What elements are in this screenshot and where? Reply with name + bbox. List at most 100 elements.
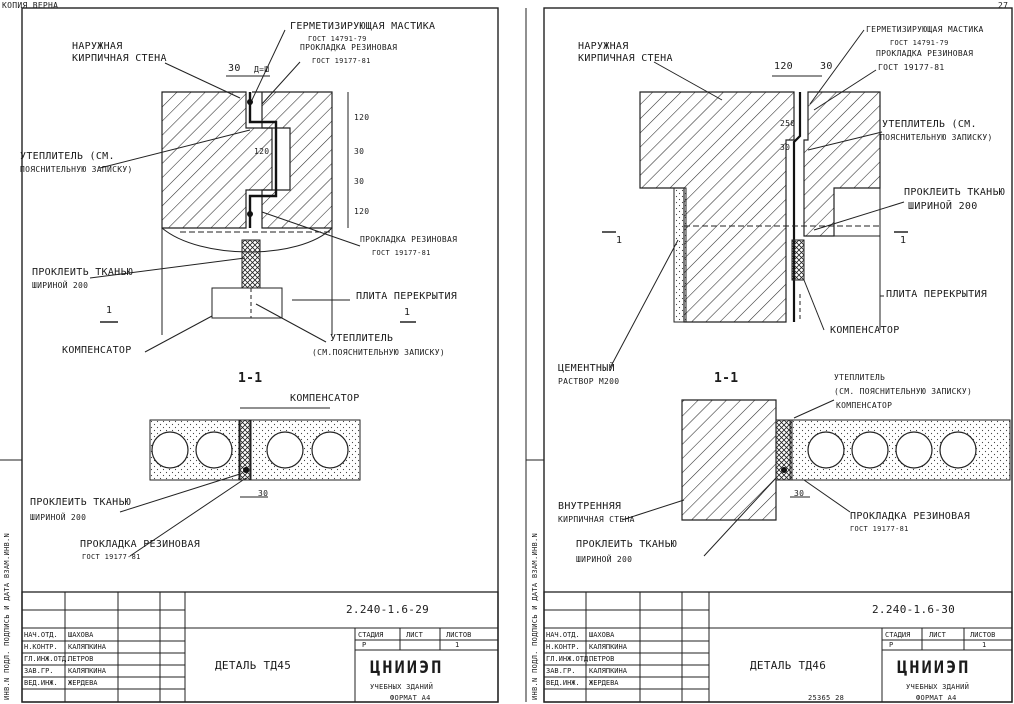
dim-250: 250 xyxy=(780,119,796,128)
glue-label: ПРОКЛЕИТЬ ТКАНЬЮ xyxy=(904,187,1006,198)
gasket-top-gost: ГОСТ 19177-81 xyxy=(878,63,945,72)
glue-plan-label-2: ШИРИНОЙ 200 xyxy=(30,513,87,522)
inner-part-right-sheet xyxy=(803,91,881,237)
glue-label-2: ШИРИНОЙ 200 xyxy=(32,281,89,290)
dim-30b: 30 xyxy=(354,177,365,186)
dim-d: Д=Ш xyxy=(254,65,270,74)
insulation-label-2: ПОЯСНИТЕЛЬНУЮ ЗАПИСКУ) xyxy=(20,165,133,174)
compensator-label: КОМПЕНСАТОР xyxy=(830,325,900,336)
outer-wall-label-2: КИРПИЧНАЯ СТЕНА xyxy=(578,53,673,64)
gasket-top-gost: ГОСТ 19177-81 xyxy=(312,57,371,65)
org-logo: ЦНИИЭП xyxy=(897,658,971,678)
role: ЗАВ.ГР. xyxy=(546,667,576,675)
compensator-plan-label: КОМПЕНСАТОР xyxy=(290,393,360,404)
section-label: 1-1 xyxy=(714,371,739,386)
gasket-plan-gost: ГОСТ 19177-81 xyxy=(850,525,909,533)
copy-stamp: КОПИЯ ВЕРНА xyxy=(2,1,59,10)
org-logo: ЦНИИЭП xyxy=(370,658,444,678)
dim-30-plan: 30 xyxy=(258,489,269,498)
dim-120: 120 xyxy=(774,61,793,72)
inner-wall-label: ВНУТРЕННЯЯ xyxy=(558,501,622,512)
section-label: 1-1 xyxy=(238,371,263,386)
signer-name: ЖЕРДЕВА xyxy=(589,679,619,687)
role: ВЕД.ИНЖ. xyxy=(546,679,580,687)
glue-label: ПРОКЛЕИТЬ ТКАНЬЮ xyxy=(32,267,134,278)
mastic-label: ГЕРМЕТИЗИРУЮЩАЯ МАСТИКА xyxy=(290,21,436,32)
role: НАЧ.ОТД. xyxy=(24,631,58,639)
left-drawing xyxy=(0,7,499,703)
glue-plan-label: ПРОКЛЕИТЬ ТКАНЬЮ xyxy=(576,539,678,550)
dim-30v: 30 xyxy=(780,143,791,152)
glue-plan-label-2: ШИРИНОЙ 200 xyxy=(576,555,633,564)
outer-wall-label: НАРУЖНАЯ xyxy=(72,41,123,52)
sheets-header: ЛИСТОВ xyxy=(970,631,996,639)
slab-label: ПЛИТА ПЕРЕКРЫТИЯ xyxy=(356,291,458,302)
page-corner-number: 27 xyxy=(998,1,1009,10)
section-mark-a: 1 xyxy=(106,305,113,316)
sheet-value: 1 xyxy=(982,641,987,649)
left-sheet: НАРУЖНАЯ КИРПИЧНАЯ СТЕНА ГЕРМЕТИЗИРУЮЩАЯ… xyxy=(0,0,500,704)
org-sub: УЧЕБНЫХ ЗДАНИЙ xyxy=(906,683,970,691)
mastic-line xyxy=(248,92,278,228)
signer-name: ПЕТРОВ xyxy=(589,655,615,663)
glue-label-2: ШИРИНОЙ 200 xyxy=(908,201,978,212)
detail-title: ДЕТАЛЬ ТД46 xyxy=(750,659,827,672)
gasket-mid-gost: ГОСТ 19177-81 xyxy=(372,249,431,257)
gasket-top-label: ПРОКЛАДКА РЕЗИНОВАЯ xyxy=(300,43,398,52)
role: Н.КОНТР. xyxy=(546,643,580,651)
role: Н.КОНТР. xyxy=(24,643,58,651)
side-strip: ИНВ.N ПОДЛ. ПОДПИСЬ И ДАТА ВЗАМ.ИНВ.N xyxy=(3,532,11,700)
section-mark-b: 1 xyxy=(900,235,907,246)
sheet-value: 1 xyxy=(455,641,460,649)
mastic-gost: ГОСТ 14791-79 xyxy=(890,39,949,47)
side-strip: ИНВ.N ПОДЛ. ПОДПИСЬ И ДАТА ВЗАМ.ИНВ.N xyxy=(531,532,539,700)
role: ГЛ.ИНЖ.ОТД. xyxy=(546,655,593,663)
right-sheet: НАРУЖНАЯ КИРПИЧНАЯ СТЕНА ГЕРМЕТИЗИРУЮЩАЯ… xyxy=(504,0,1014,704)
stage-header: СТАДИЯ xyxy=(358,631,384,639)
dim-30-plan: 30 xyxy=(794,489,805,498)
insulation-bottom-label-2: (СМ.ПОЯСНИТЕЛЬНУЮ ЗАПИСКУ) xyxy=(312,348,446,357)
outer-wall-label-2: КИРПИЧНАЯ СТЕНА xyxy=(72,53,167,64)
insulation-label: УТЕПЛИТЕЛЬ (СМ. xyxy=(20,151,115,162)
stage-value: Р xyxy=(362,641,367,649)
dim-30: 30 xyxy=(820,61,833,72)
inner-wall-label-2: КИРПИЧНАЯ СТЕНА xyxy=(558,515,635,524)
slab-label: ПЛИТА ПЕРЕКРЫТИЯ xyxy=(886,289,988,300)
insulation-bottom-label: УТЕПЛИТЕЛЬ xyxy=(330,333,394,344)
org-sub: УЧЕБНЫХ ЗДАНИЙ xyxy=(370,683,434,691)
mastic-label: ГЕРМЕТИЗИРУЮЩАЯ МАСТИКА xyxy=(866,25,984,34)
signer-name: КАЛЯПКИНА xyxy=(589,667,627,675)
gasket-mid-label: ПРОКЛАДКА РЕЗИНОВАЯ xyxy=(360,235,458,244)
archive-number: 25365 28 xyxy=(808,694,845,702)
detail-title: ДЕТАЛЬ ТД45 xyxy=(215,659,292,672)
gasket-plan-label: ПРОКЛАДКА РЕЗИНОВАЯ xyxy=(80,539,201,550)
section-mark-a: 1 xyxy=(616,235,623,246)
outer-wall-label: НАРУЖНАЯ xyxy=(578,41,629,52)
compensator-plan-label: КОМПЕНСАТОР xyxy=(836,401,893,410)
compensator-label: КОМПЕНСАТОР xyxy=(62,345,132,356)
dim-120a: 120 xyxy=(354,113,370,122)
drawing-code: 2.240-1.6-29 xyxy=(346,603,430,616)
signer-name: КАЛЯПКИНА xyxy=(68,667,106,675)
dim-120b: 120 xyxy=(354,207,370,216)
role: ЗАВ.ГР. xyxy=(24,667,54,675)
stage-header: СТАДИЯ xyxy=(885,631,911,639)
signer-name: ЖЕРДЕВА xyxy=(68,679,98,687)
cement-label: ЦЕМЕНТНЫЙ xyxy=(558,363,615,374)
insulation-label-2: ПОЯСНИТЕЛЬНУЮ ЗАПИСКУ) xyxy=(880,133,993,142)
sheet-header: ЛИСТ xyxy=(929,631,946,639)
insulation-bottom-label: УТЕПЛИТЕЛЬ xyxy=(834,373,886,382)
section-mark-b: 1 xyxy=(404,307,411,318)
dim-120c: 120 xyxy=(254,147,270,156)
role: НАЧ.ОТД. xyxy=(546,631,580,639)
role: ГЛ.ИНЖ.ОТД. xyxy=(24,655,71,663)
right-drawing xyxy=(525,7,1013,703)
outer-wall-right-sheet xyxy=(639,91,795,323)
stage-value: Р xyxy=(889,641,894,649)
sheets-header: ЛИСТОВ xyxy=(446,631,472,639)
role: ВЕД.ИНЖ. xyxy=(24,679,58,687)
insulation-label: УТЕПЛИТЕЛЬ (СМ. xyxy=(882,119,977,130)
gasket-plan-label: ПРОКЛАДКА РЕЗИНОВАЯ xyxy=(850,511,971,522)
signer-name: ШАХОВА xyxy=(68,631,94,639)
signer-name: ПЕТРОВ xyxy=(68,655,94,663)
